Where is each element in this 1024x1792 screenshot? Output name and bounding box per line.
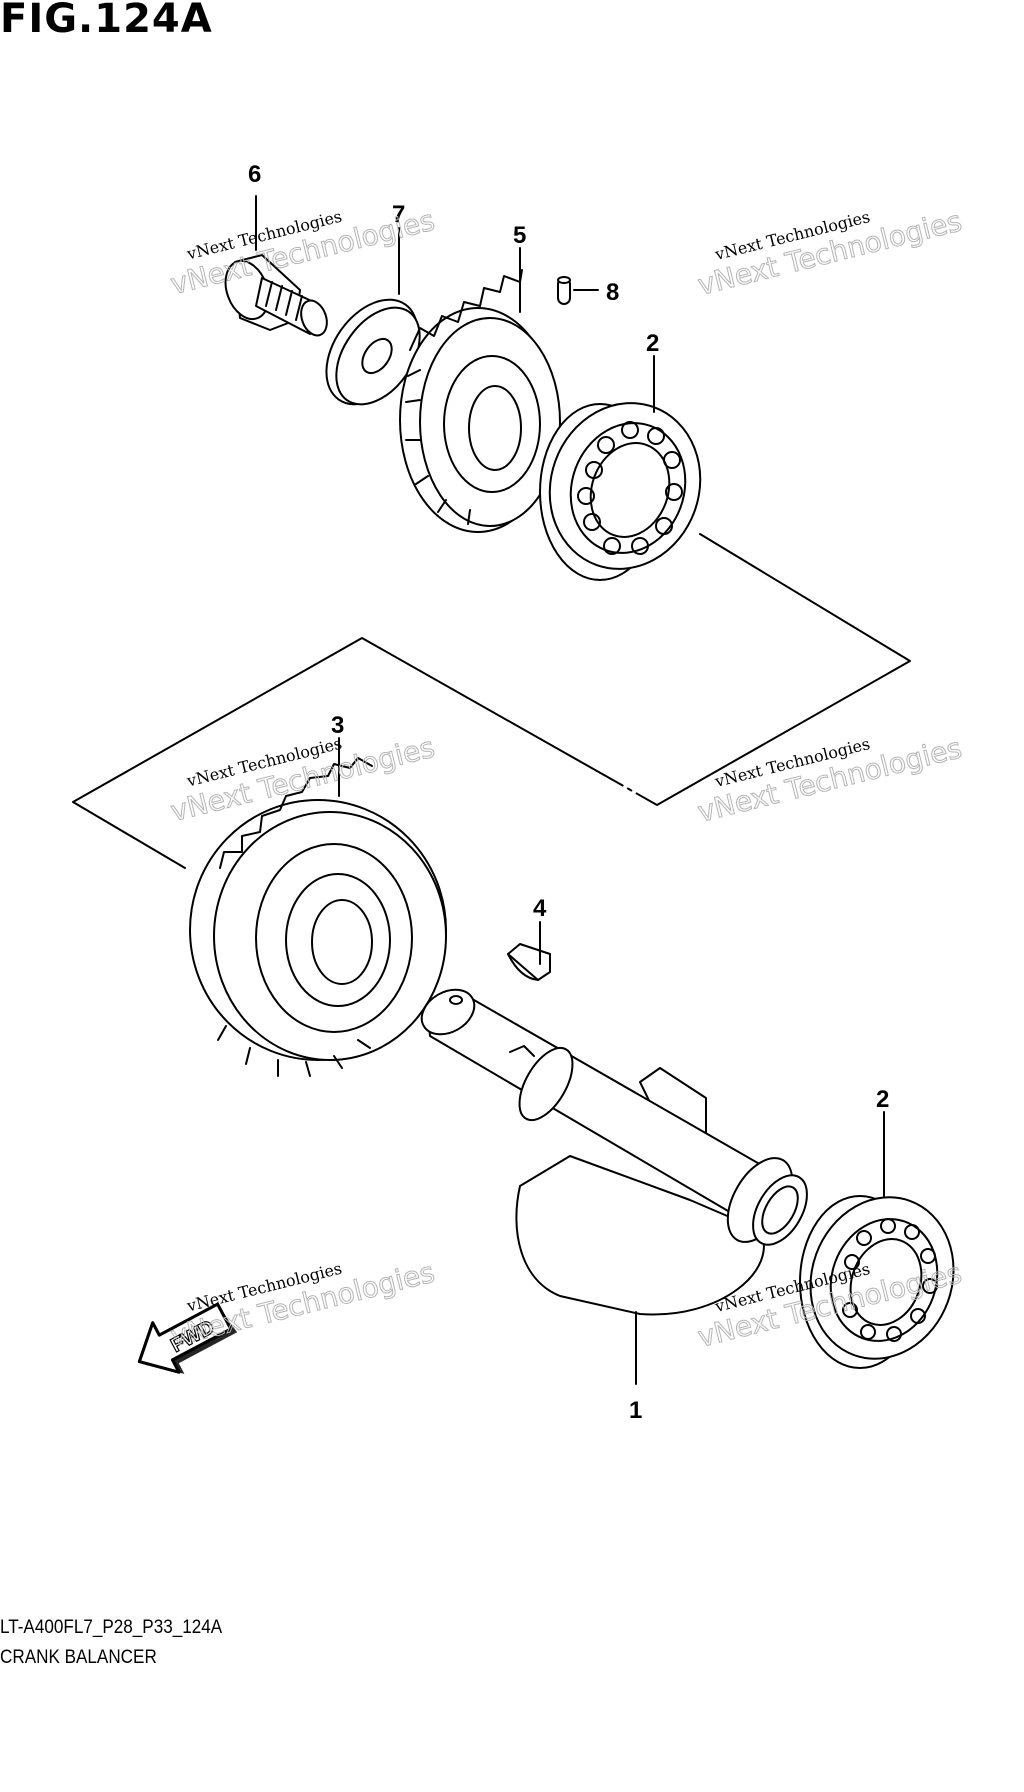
figure-title: FIG.124A bbox=[0, 0, 213, 42]
callout-7: 7 bbox=[392, 201, 405, 228]
callout-labels: 1 2 2 3 4 5 6 7 8 bbox=[248, 161, 889, 1424]
callout-8: 8 bbox=[606, 279, 619, 306]
callout-2-upper: 2 bbox=[646, 330, 659, 357]
woodruff-key-part-4[interactable] bbox=[507, 943, 551, 981]
driven-gear-part-5[interactable] bbox=[399, 269, 561, 533]
callout-4: 4 bbox=[533, 895, 547, 922]
watermark-mid-right: vNext Technologies vNext Technologies bbox=[694, 731, 966, 829]
bearing-part-2-lower[interactable] bbox=[788, 1177, 976, 1379]
drive-gear-part-3[interactable] bbox=[189, 757, 447, 1077]
callout-5: 5 bbox=[513, 222, 526, 249]
callout-6: 6 bbox=[248, 161, 261, 188]
callout-2-lower: 2 bbox=[876, 1086, 889, 1113]
diagram-description: CRANK BALANCER bbox=[0, 1647, 157, 1668]
balancer-shaft-part-1[interactable] bbox=[414, 981, 818, 1316]
pin-part-8[interactable] bbox=[557, 276, 571, 305]
watermark-top-right: vNext Technologies vNext Technologies bbox=[694, 204, 966, 302]
washer-part-7[interactable] bbox=[308, 283, 437, 422]
assembly-guide-lines bbox=[72, 533, 911, 869]
callout-1: 1 bbox=[629, 1397, 642, 1424]
callout-leader-lines bbox=[255, 195, 885, 1385]
bearing-part-2-upper[interactable] bbox=[527, 382, 724, 590]
callout-3: 3 bbox=[331, 712, 344, 739]
watermark-bottom-left: vNext Technologies vNext Technologies bbox=[167, 1255, 439, 1353]
diagram-code: LT-A400FL7_P28_P33_124A bbox=[0, 1617, 223, 1638]
flange-bolt-part-6[interactable] bbox=[218, 254, 331, 339]
